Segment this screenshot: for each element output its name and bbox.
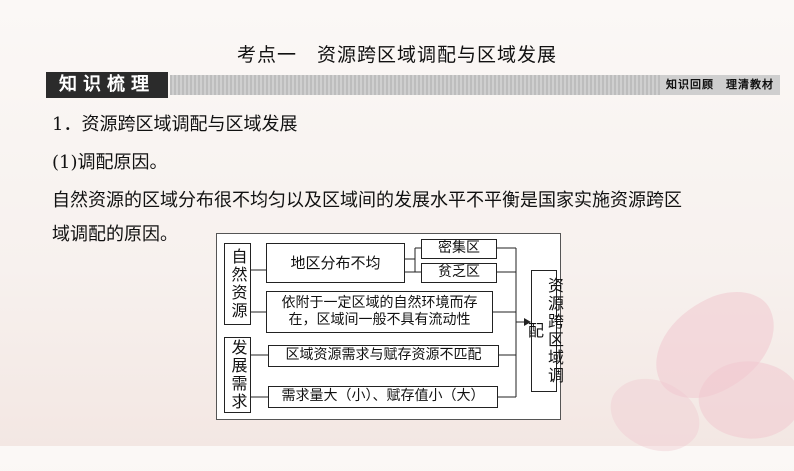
- banner-tag: 知识梳理: [46, 72, 168, 98]
- uneven-distribution-box: 地区分布不均: [266, 243, 405, 283]
- banner-subtitle: 知识回顾 理清教材: [660, 75, 780, 95]
- poor-area-box: 贫乏区: [421, 263, 497, 283]
- mismatch-box: 区域资源需求与赋存资源不匹配: [268, 345, 499, 367]
- diagram-connectors: [251, 247, 531, 398]
- development-needs-label: 发展需求: [224, 337, 251, 413]
- natural-resources-label: 自然资源: [224, 243, 251, 325]
- result-box: 资源跨区域调配: [525, 270, 564, 392]
- dense-area-box: 密集区: [421, 239, 497, 259]
- subheading: (1)调配原因。: [52, 152, 168, 173]
- dependency-box: 依附于一定区域的自然环境而存 在，区域间一般不具有流动性: [266, 291, 493, 333]
- paragraph-line-2: 域调配的原因。: [52, 224, 178, 245]
- demand-box: 需求量大（小）、赋存值小（大）: [268, 386, 498, 408]
- paragraph-line-1: 自然资源的区域分布很不均匀以及区域间的发展水平不平衡是国家实施资源跨区: [52, 190, 682, 211]
- dependency-line-2: 在，区域间一般不具有流动性: [288, 312, 471, 328]
- section-banner: 知识梳理 知识回顾 理清教材: [46, 72, 780, 98]
- banner-bar: [170, 75, 780, 95]
- dependency-line-1: 依附于一定区域的自然环境而存: [281, 294, 478, 311]
- page-title: 考点一 资源跨区域调配与区域发展: [236, 44, 557, 66]
- heading: 1．资源跨区域调配与区域发展: [52, 114, 298, 135]
